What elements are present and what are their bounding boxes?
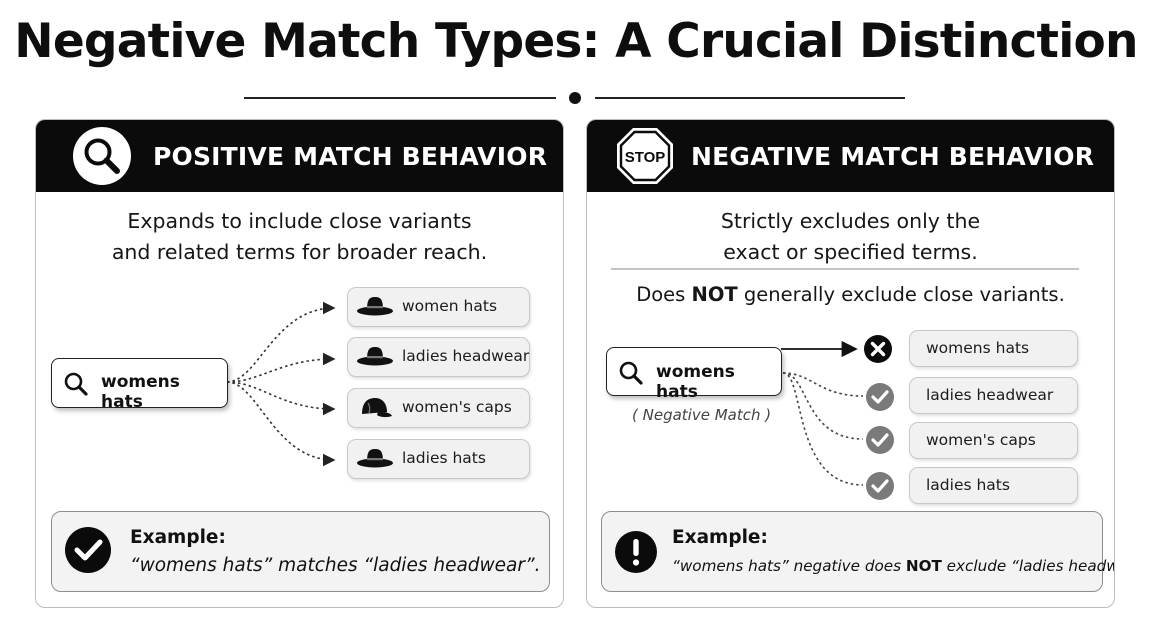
negative-note-strong: NOT (691, 283, 738, 306)
connector-to-variant-3 (782, 372, 864, 440)
stop-sign-icon: STOP (617, 128, 673, 184)
title-divider-right (595, 97, 905, 99)
negative-description: Strictly excludes only the exact or spec… (587, 206, 1114, 268)
negative-example-text-strong: NOT (905, 557, 942, 575)
connector-to-variant-3 (226, 381, 336, 416)
positive-description-line-2: and related terms for broader reach. (111, 240, 488, 264)
negative-note-rest: generally exclude close variants. (737, 283, 1065, 306)
check-circle-icon (65, 527, 111, 573)
excluded-term-pill: womens hats (909, 330, 1078, 367)
negative-match-panel: STOP NEGATIVE MATCH BEHAVIOR Strictly ex… (586, 119, 1115, 608)
connector-to-variant-2 (782, 372, 864, 397)
connector-to-variant-1 (226, 301, 336, 383)
variant-label-4: ladies hats (926, 476, 1010, 494)
check-circle-icon (866, 426, 894, 454)
negative-example-box: Example: “womens hats” negative does NOT… (601, 511, 1114, 592)
negative-query-box: womens hats (606, 347, 782, 402)
page-title: Negative Match Types: A Crucial Distinct… (14, 14, 1138, 69)
variant-pill-3: women's caps (347, 388, 530, 428)
variant-pill-4: ladies hats (347, 439, 530, 479)
variant-pill-4: ladies hats (909, 467, 1078, 504)
variant-pill-2: ladies headwear (347, 337, 530, 377)
negative-description-line-2: exact or specified terms. (723, 240, 978, 264)
search-icon (64, 372, 88, 396)
title-divider-dot (569, 92, 581, 104)
positive-description-line-1: Expands to include close variants (127, 209, 472, 233)
connector-to-variant-4 (226, 381, 336, 467)
positive-query-text: womens hats (101, 372, 180, 412)
variant-pill-1: women hats (347, 287, 530, 327)
variant-label-4: ladies hats (402, 449, 486, 467)
title-divider-left (244, 97, 556, 99)
fedora-hat-icon (357, 347, 393, 366)
connector-to-variant-2 (226, 352, 336, 383)
stop-sign-text: STOP (625, 149, 666, 166)
negative-description-line-1: Strictly excludes only the (720, 209, 981, 233)
baseball-cap-icon (362, 398, 392, 418)
negative-separator (611, 268, 1079, 270)
variant-label-3: women's caps (402, 398, 512, 416)
negative-note: Does NOT generally exclude close variant… (587, 283, 1114, 306)
positive-panel-title: POSITIVE MATCH BEHAVIOR (153, 142, 548, 171)
negative-example-title: Example: (672, 527, 768, 548)
search-icon (73, 127, 131, 185)
variant-label-1: women hats (402, 297, 498, 315)
positive-match-panel: POSITIVE MATCH BEHAVIOR Expands to inclu… (35, 119, 564, 608)
positive-example-text: “womens hats” matches “ladies headwear”. (130, 555, 541, 576)
excluded-term-label: womens hats (926, 339, 1030, 357)
check-circle-icon (866, 383, 894, 411)
negative-panel-header: STOP NEGATIVE MATCH BEHAVIOR (587, 120, 1114, 192)
positive-panel-header: POSITIVE MATCH BEHAVIOR (36, 120, 563, 192)
negative-example-text: “womens hats” negative does NOT exclude … (672, 557, 1115, 575)
positive-connectors (226, 301, 336, 467)
negative-query-caption: ( Negative Match ) (632, 406, 772, 424)
x-circle-icon (864, 335, 892, 363)
negative-connectors (781, 340, 864, 486)
negative-example-text-after: exclude “ladies headwear”. (946, 557, 1115, 575)
fedora-hat-icon (357, 449, 393, 468)
negative-query-text: womens hats (656, 362, 735, 402)
variant-label-2: ladies headwear (926, 386, 1054, 404)
fedora-hat-icon (357, 297, 393, 316)
search-icon (619, 361, 643, 385)
exclamation-circle-icon (615, 531, 657, 573)
negative-note-lead: Does (636, 283, 692, 306)
positive-description: Expands to include close variants and re… (36, 206, 563, 268)
variant-label-3: women's caps (926, 431, 1036, 449)
variant-pill-2: ladies headwear (909, 377, 1078, 414)
positive-example-box: Example: “womens hats” matches “ladies h… (51, 511, 550, 592)
variant-pill-3: women's caps (909, 422, 1078, 459)
positive-query-box: womens hats (51, 358, 228, 412)
check-circle-icon (866, 472, 894, 500)
negative-example-text-before: “womens hats” negative does (672, 557, 906, 575)
connector-to-variant-4 (782, 372, 864, 486)
variant-label-2: ladies headwear (402, 347, 530, 365)
positive-example-title: Example: (130, 527, 226, 548)
negative-panel-title: NEGATIVE MATCH BEHAVIOR (691, 142, 1095, 171)
